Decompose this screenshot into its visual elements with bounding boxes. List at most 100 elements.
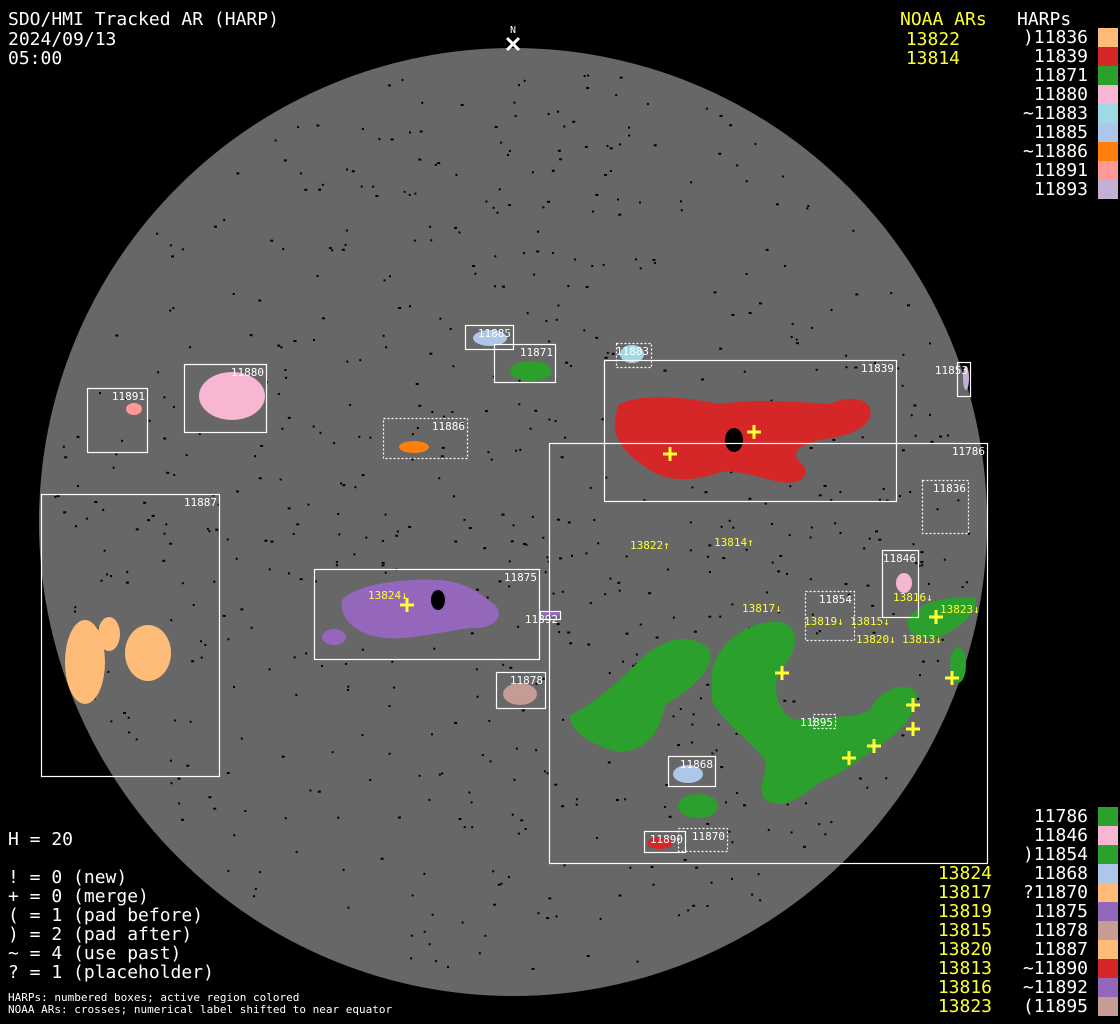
speck <box>693 630 697 633</box>
harp-box[interactable]: 11892 <box>525 610 562 627</box>
speck <box>589 486 592 489</box>
harp-box[interactable]: 11885 <box>464 324 515 351</box>
harp-box[interactable]: 11870 <box>677 827 729 853</box>
speck <box>481 754 484 757</box>
speck <box>534 409 538 412</box>
noaa-item: 13823 <box>937 996 992 1017</box>
speck <box>472 265 476 267</box>
speck <box>100 579 103 582</box>
speck <box>599 917 602 920</box>
stats-line: + = 0 (merge) <box>8 886 149 907</box>
harp-box[interactable]: 11886 <box>382 417 469 460</box>
speck <box>76 435 80 438</box>
speck <box>792 700 796 703</box>
harp-box[interactable]: 11846 <box>881 549 920 619</box>
harp-box[interactable]: 11839 <box>603 359 898 503</box>
speck <box>936 659 939 662</box>
speck <box>729 124 733 127</box>
noaa-cross-icon <box>906 698 920 712</box>
harp-box[interactable]: 11887 <box>40 493 221 778</box>
speck <box>369 436 372 439</box>
harp-box[interactable]: 11878 <box>495 671 547 710</box>
speck <box>384 513 387 516</box>
harp-box[interactable]: 11880 <box>183 363 268 434</box>
noaa-label: 13817↓ <box>742 602 782 615</box>
speck <box>428 798 431 801</box>
harp-box[interactable]: 11786 <box>548 442 989 865</box>
speck <box>508 585 511 588</box>
speck <box>500 141 503 144</box>
speck <box>604 173 607 176</box>
speck <box>878 498 881 501</box>
speck <box>365 536 368 539</box>
speck <box>569 365 572 367</box>
speck <box>885 777 888 780</box>
speck <box>731 877 733 880</box>
speck <box>775 203 779 206</box>
speck <box>595 193 599 196</box>
speck <box>665 783 669 786</box>
speck <box>720 766 724 769</box>
harp-box[interactable]: 11875 <box>313 568 541 661</box>
speck <box>163 396 166 399</box>
speck <box>882 488 885 490</box>
speck <box>706 683 710 686</box>
speck <box>618 213 622 216</box>
speck <box>474 272 477 275</box>
speck <box>593 519 596 521</box>
speck <box>295 693 298 696</box>
speck <box>148 419 151 422</box>
harp-box[interactable]: 11891 <box>86 387 149 454</box>
region-11875 <box>341 579 499 639</box>
speck <box>340 482 343 485</box>
harp-label: 11871 <box>520 346 553 359</box>
speck <box>917 697 920 700</box>
speck <box>451 411 454 413</box>
harp-box[interactable]: 11854 <box>804 590 856 642</box>
harp-box[interactable]: 11895 <box>800 713 837 730</box>
speck <box>75 525 78 528</box>
speck <box>439 317 442 320</box>
speck <box>429 225 432 228</box>
region-11891 <box>126 403 142 415</box>
speck <box>274 139 277 142</box>
speck <box>542 677 546 680</box>
speck <box>423 930 426 933</box>
harp-box[interactable]: 11836 <box>921 479 970 535</box>
speck <box>691 741 694 744</box>
harp-box[interactable]: 11868 <box>667 755 717 788</box>
region-11871 <box>510 361 552 381</box>
stats-line: ? = 1 (placeholder) <box>8 962 214 983</box>
harp-legend-item: 11875 <box>1023 901 1120 922</box>
speck <box>909 491 912 493</box>
speck <box>475 668 478 671</box>
speck <box>777 611 780 614</box>
harp-legend-item: 11846 <box>1023 825 1120 846</box>
harp-legend-item: ~11886 <box>1023 141 1120 162</box>
speck <box>125 398 128 400</box>
speck <box>839 532 842 534</box>
h-count: H = 20 <box>8 829 74 850</box>
harp-box[interactable]: 11883 <box>616 342 653 369</box>
speck <box>346 168 348 171</box>
speck <box>790 831 793 834</box>
page-title: SDO/HMI Tracked AR (HARP) <box>8 9 279 30</box>
harp-box[interactable]: 11871 <box>493 343 557 384</box>
region-11886 <box>399 441 429 453</box>
speck <box>678 914 680 917</box>
harp-box[interactable]: 11890 <box>643 830 687 854</box>
speck <box>717 723 720 726</box>
speck <box>832 438 836 441</box>
harp-color-swatch <box>1098 161 1118 180</box>
speck <box>719 114 723 117</box>
speck <box>616 799 619 801</box>
harp-box[interactable]: 11853 <box>935 361 972 398</box>
noaa-item: 13813 <box>937 958 992 979</box>
speck <box>470 801 473 804</box>
speck <box>845 354 848 357</box>
speck <box>429 352 433 355</box>
speck <box>258 299 262 302</box>
speck <box>692 713 695 716</box>
speck <box>490 458 493 461</box>
speck <box>103 549 106 552</box>
